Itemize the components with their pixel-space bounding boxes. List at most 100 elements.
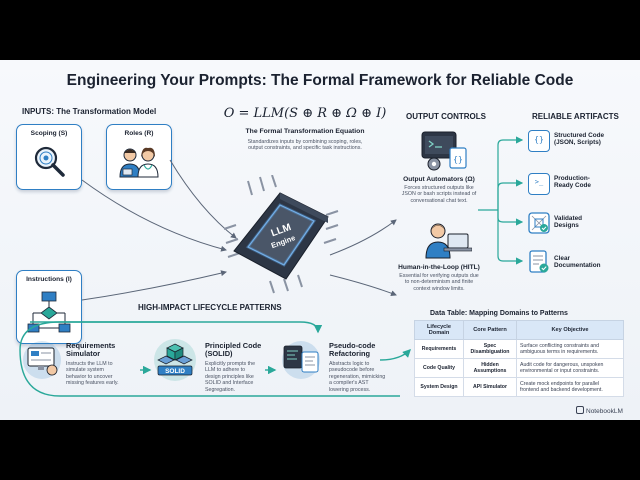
code-file-icon: >_ [528, 173, 550, 195]
pattern-title-line: Principled Code [205, 341, 262, 350]
pattern-desc-line: LLM to adhere to [205, 367, 246, 374]
pattern-desc-line: a compiler's AST [329, 380, 369, 387]
automators-desc: Forces structured outputs like JSON or b… [396, 185, 482, 204]
table-cell-objective: Create mock endpoints for parallel front… [516, 377, 624, 397]
lifecycle-loop [19, 321, 411, 397]
table-cell-line: ambiguous terms in requirements. [520, 349, 599, 355]
instructions-label: Instructions (I) [26, 276, 72, 283]
pattern-solid-desc: Explicitly prompts the LLM to adhere to … [205, 361, 287, 393]
magnifier-icon [34, 146, 65, 177]
table-cell-line: frontend and backend development. [520, 387, 603, 393]
equation-desc-line: output constraints, and specific task in… [248, 145, 362, 152]
notebooklm-watermark: NotebookLM [576, 406, 623, 415]
pattern-desc-line: simulate system [66, 367, 104, 374]
pattern-desc-line: Segregation. [205, 386, 236, 393]
flowchart-icon [27, 291, 71, 333]
table-heading: Data Table: Mapping Domains to Patterns [430, 310, 568, 317]
pattern-desc-line: Instructs the LLM to [66, 361, 113, 367]
pattern-title-line: Refactoring [329, 349, 371, 359]
json-doc-glyph: {} [453, 155, 463, 164]
hitl-desc-line: Essential for verifying outputs due [399, 273, 479, 279]
artifact-label-line: Validated [554, 215, 583, 222]
refactor-screens-icon [282, 341, 320, 379]
inputs-heading: INPUTS: The Transformation Model [22, 107, 157, 116]
table-cell-domain: System Design [414, 377, 464, 397]
table-header-line: Domain [428, 330, 450, 336]
hitl-desc-line: to non-determinism and finite [404, 279, 474, 286]
roles-label: Roles (R) [124, 130, 154, 137]
artifact-label-line: Production- [554, 175, 590, 182]
table-header-objective: Key Objective [516, 320, 624, 340]
equation-formula: O = LLM(S ⊕ R ⊕ Ω ⊕ I) [223, 106, 387, 121]
blueprint-check-icon [528, 212, 550, 234]
table-cell-domain: Requirements [414, 339, 464, 359]
watermark-icon [576, 406, 584, 414]
table-cell-pattern: Hidden Assumptions [463, 358, 517, 378]
table-cell-line: Disambiguation [470, 349, 510, 355]
pattern-requirements-title: Requirements Simulator [66, 341, 116, 359]
equation-description: Standardizes inputs by combining scoping… [210, 139, 400, 152]
artifact-structured-code: Structured Code (JSON, Scripts) [554, 132, 604, 147]
artifact-label-line: Clear [554, 255, 570, 262]
artifact-label-line: Structured Code [554, 132, 605, 139]
hitl-desc-line: context window limits. [413, 285, 465, 292]
pattern-refactor-desc: Abstracts logic to pseudocode before reg… [329, 361, 411, 393]
table-cell-line: Audit code for dangerous, unspoken [520, 362, 604, 368]
automators-title: Output Automators (Ω) [403, 176, 475, 183]
table-row: Code Quality Hidden Assumptions Audit co… [414, 358, 624, 378]
lifecycle-heading: HIGH-IMPACT LIFECYCLE PATTERNS [138, 303, 282, 312]
simulator-monitor-icon [23, 341, 61, 379]
input-arrows [81, 136, 524, 301]
artifact-clear-documentation: Clear Documentation [554, 255, 601, 270]
table-cell-objective: Surface conflicting constraints and ambi… [516, 339, 624, 359]
solid-blocks-icon: SOLID [154, 339, 196, 381]
pattern-refactor-title: Pseudo-code Refactoring [329, 341, 376, 359]
table-header-line: Lifecycle [427, 324, 451, 330]
artifact-label-line: Designs [554, 222, 579, 230]
table-cell-objective: Audit code for dangerous, unspoken envir… [516, 358, 624, 378]
pattern-desc-line: Explicitly prompts the [205, 361, 256, 367]
scoping-label: Scoping (S) [30, 130, 68, 137]
pattern-desc-line: lowering process. [329, 386, 371, 393]
table-cell-pattern: Spec Disambiguation [463, 339, 517, 359]
pattern-desc-line: missing features early. [66, 380, 119, 387]
terminal-gear-icon: {} [421, 131, 467, 171]
table-cell-line: Assumptions [473, 368, 507, 374]
pattern-solid-title: Principled Code (SOLID) [205, 341, 262, 359]
automators-desc-line: JSON or bash scripts instead of [401, 191, 477, 198]
pattern-desc-line: SOLID and Interface [205, 380, 254, 387]
table-header-pattern: Core Pattern [463, 320, 517, 340]
pattern-desc-line: regeneration, mimicking [329, 373, 386, 380]
pattern-title-line: Requirements [66, 341, 116, 350]
document-check-icon [529, 250, 549, 273]
json-file-glyph: {} [534, 135, 544, 144]
artifact-label-line: Ready Code [554, 182, 591, 190]
people-icon [119, 147, 159, 178]
table-cell-pattern: API Simulator [463, 377, 517, 397]
automators-desc-line: Forces structured outputs like [404, 185, 474, 191]
pattern-desc-line: Abstracts logic to [329, 361, 370, 367]
watermark-text: NotebookLM [586, 408, 623, 415]
slide: Engineering Your Prompts: The Formal Fra… [0, 60, 640, 420]
equation-desc-line: Standardizes inputs by combining scoping… [247, 139, 363, 145]
artifact-label-line: Documentation [554, 262, 601, 270]
human-laptop-icon [425, 223, 472, 259]
equation-heading: The Formal Transformation Equation [245, 128, 365, 135]
table-cell-domain: Code Quality [414, 358, 464, 378]
table-header-domain: Lifecycle Domain [414, 320, 464, 340]
hitl-desc: Essential for verifying outputs due to n… [392, 273, 486, 292]
pattern-title-line: (SOLID) [205, 349, 233, 359]
roles-card: Roles (R) [106, 124, 172, 190]
artifact-production-code: Production- Ready Code [554, 175, 591, 190]
mapping-table: Lifecycle Domain Core Pattern Key Object… [414, 320, 624, 397]
table-cell-line: Spec [483, 343, 497, 349]
code-file-glyph: >_ [534, 178, 544, 186]
pattern-requirements-desc: Instructs the LLM to simulate system beh… [66, 361, 146, 387]
pattern-title-line: Pseudo-code [329, 341, 376, 350]
table-cell-line: environmental or input constraints. [520, 368, 600, 374]
pattern-desc-line: behavior to uncover [66, 373, 113, 380]
page-title: Engineering Your Prompts: The Formal Fra… [66, 72, 574, 89]
output-controls-heading: OUTPUT CONTROLS [406, 112, 486, 121]
json-file-icon: {} [528, 130, 550, 152]
artifact-validated-designs: Validated Designs [554, 215, 582, 230]
